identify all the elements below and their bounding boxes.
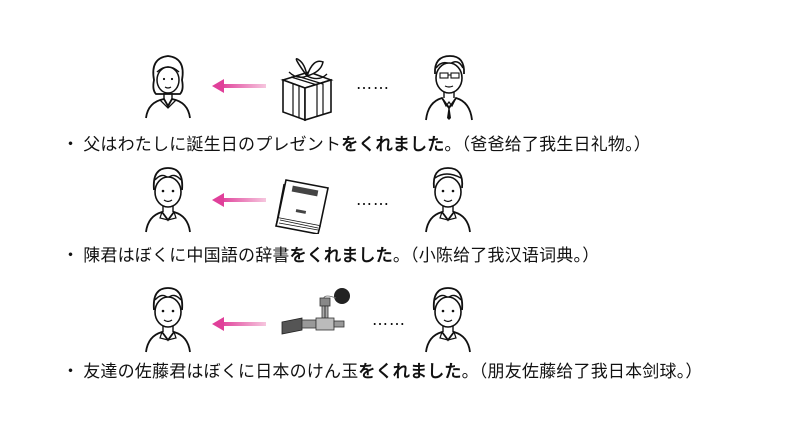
father-icon: [420, 48, 478, 122]
sentence-2: ・陳君はぼくに中国語の辞書をくれました。（小陈给了我汉语词典。）: [62, 245, 599, 267]
sentence-highlight: をくれました: [289, 246, 393, 266]
boy-icon: [140, 282, 196, 354]
man-icon: [420, 162, 476, 234]
sentence-text: 父はわたしに誕生日のプレゼント: [83, 135, 342, 155]
sentence-highlight: をくれました: [341, 135, 445, 155]
ellipsis-dots: ……: [372, 310, 406, 329]
arrow-left-icon: [210, 190, 268, 210]
sentence-translation: 。（爸爸给了我生日礼物。）: [444, 135, 652, 155]
kendama-icon: [280, 284, 352, 346]
sentence-highlight: をくれました: [358, 362, 462, 382]
dictionary-icon: [268, 176, 338, 234]
bullet: ・: [62, 135, 80, 155]
bullet: ・: [62, 362, 80, 382]
sentence-translation: 。（朋友佐藤给了我日本剑球。）: [461, 362, 703, 382]
girl-icon: [140, 50, 196, 120]
gift-box-icon: [277, 50, 335, 122]
sentence-3: ・友達の佐藤君はぼくに日本のけん玉をくれました。（朋友佐藤给了我日本剑球。）: [62, 361, 703, 383]
ellipsis-dots: ……: [356, 74, 390, 93]
arrow-left-icon: [210, 76, 268, 96]
sentence-1: ・父はわたしに誕生日のプレゼントをくれました。（爸爸给了我生日礼物。）: [62, 134, 651, 156]
sentence-text: 友達の佐藤君はぼくに日本のけん玉: [83, 362, 359, 382]
sentence-translation: 。（小陈给了我汉语词典。）: [392, 246, 600, 266]
ellipsis-dots: ……: [356, 190, 390, 209]
arrow-left-icon: [210, 314, 268, 334]
sentence-text: 陳君はぼくに中国語の辞書: [83, 246, 290, 266]
bullet: ・: [62, 246, 80, 266]
boy-icon: [140, 162, 196, 234]
boy-icon: [420, 282, 476, 354]
